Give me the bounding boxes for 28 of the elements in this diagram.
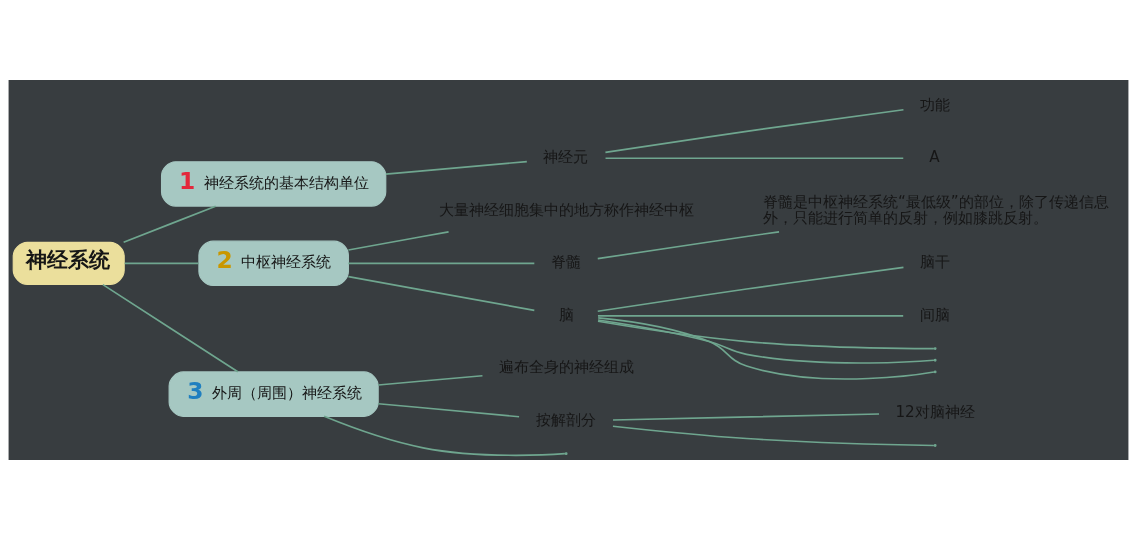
connector: [612, 412, 880, 421]
node-box: 2 中枢神经系统: [198, 240, 349, 286]
connector: [597, 319, 935, 349]
connector: [604, 156, 905, 159]
connector: [596, 266, 905, 312]
connector: [604, 108, 905, 153]
node-box: 3 外周（周围）神经系统: [168, 370, 379, 417]
connector: [384, 160, 528, 175]
connector: [347, 275, 536, 311]
connector: [596, 230, 780, 259]
node-point: [933, 443, 937, 447]
connector: [612, 424, 935, 446]
connector: [347, 230, 450, 251]
connector: [122, 204, 217, 243]
connector: [347, 262, 536, 264]
node-point: [933, 346, 937, 350]
node-point: [933, 358, 937, 362]
node-box: 1 神经系统的基本结构单位: [160, 160, 387, 207]
connector: [123, 262, 200, 264]
connector: [377, 374, 484, 386]
connector: [323, 415, 566, 456]
node-point: [564, 451, 568, 455]
connector: [597, 314, 904, 317]
node-point: [933, 370, 937, 373]
connector: [597, 318, 935, 364]
node-box: 神经系统: [12, 241, 125, 285]
connector: [377, 402, 520, 418]
connector: [102, 283, 239, 373]
